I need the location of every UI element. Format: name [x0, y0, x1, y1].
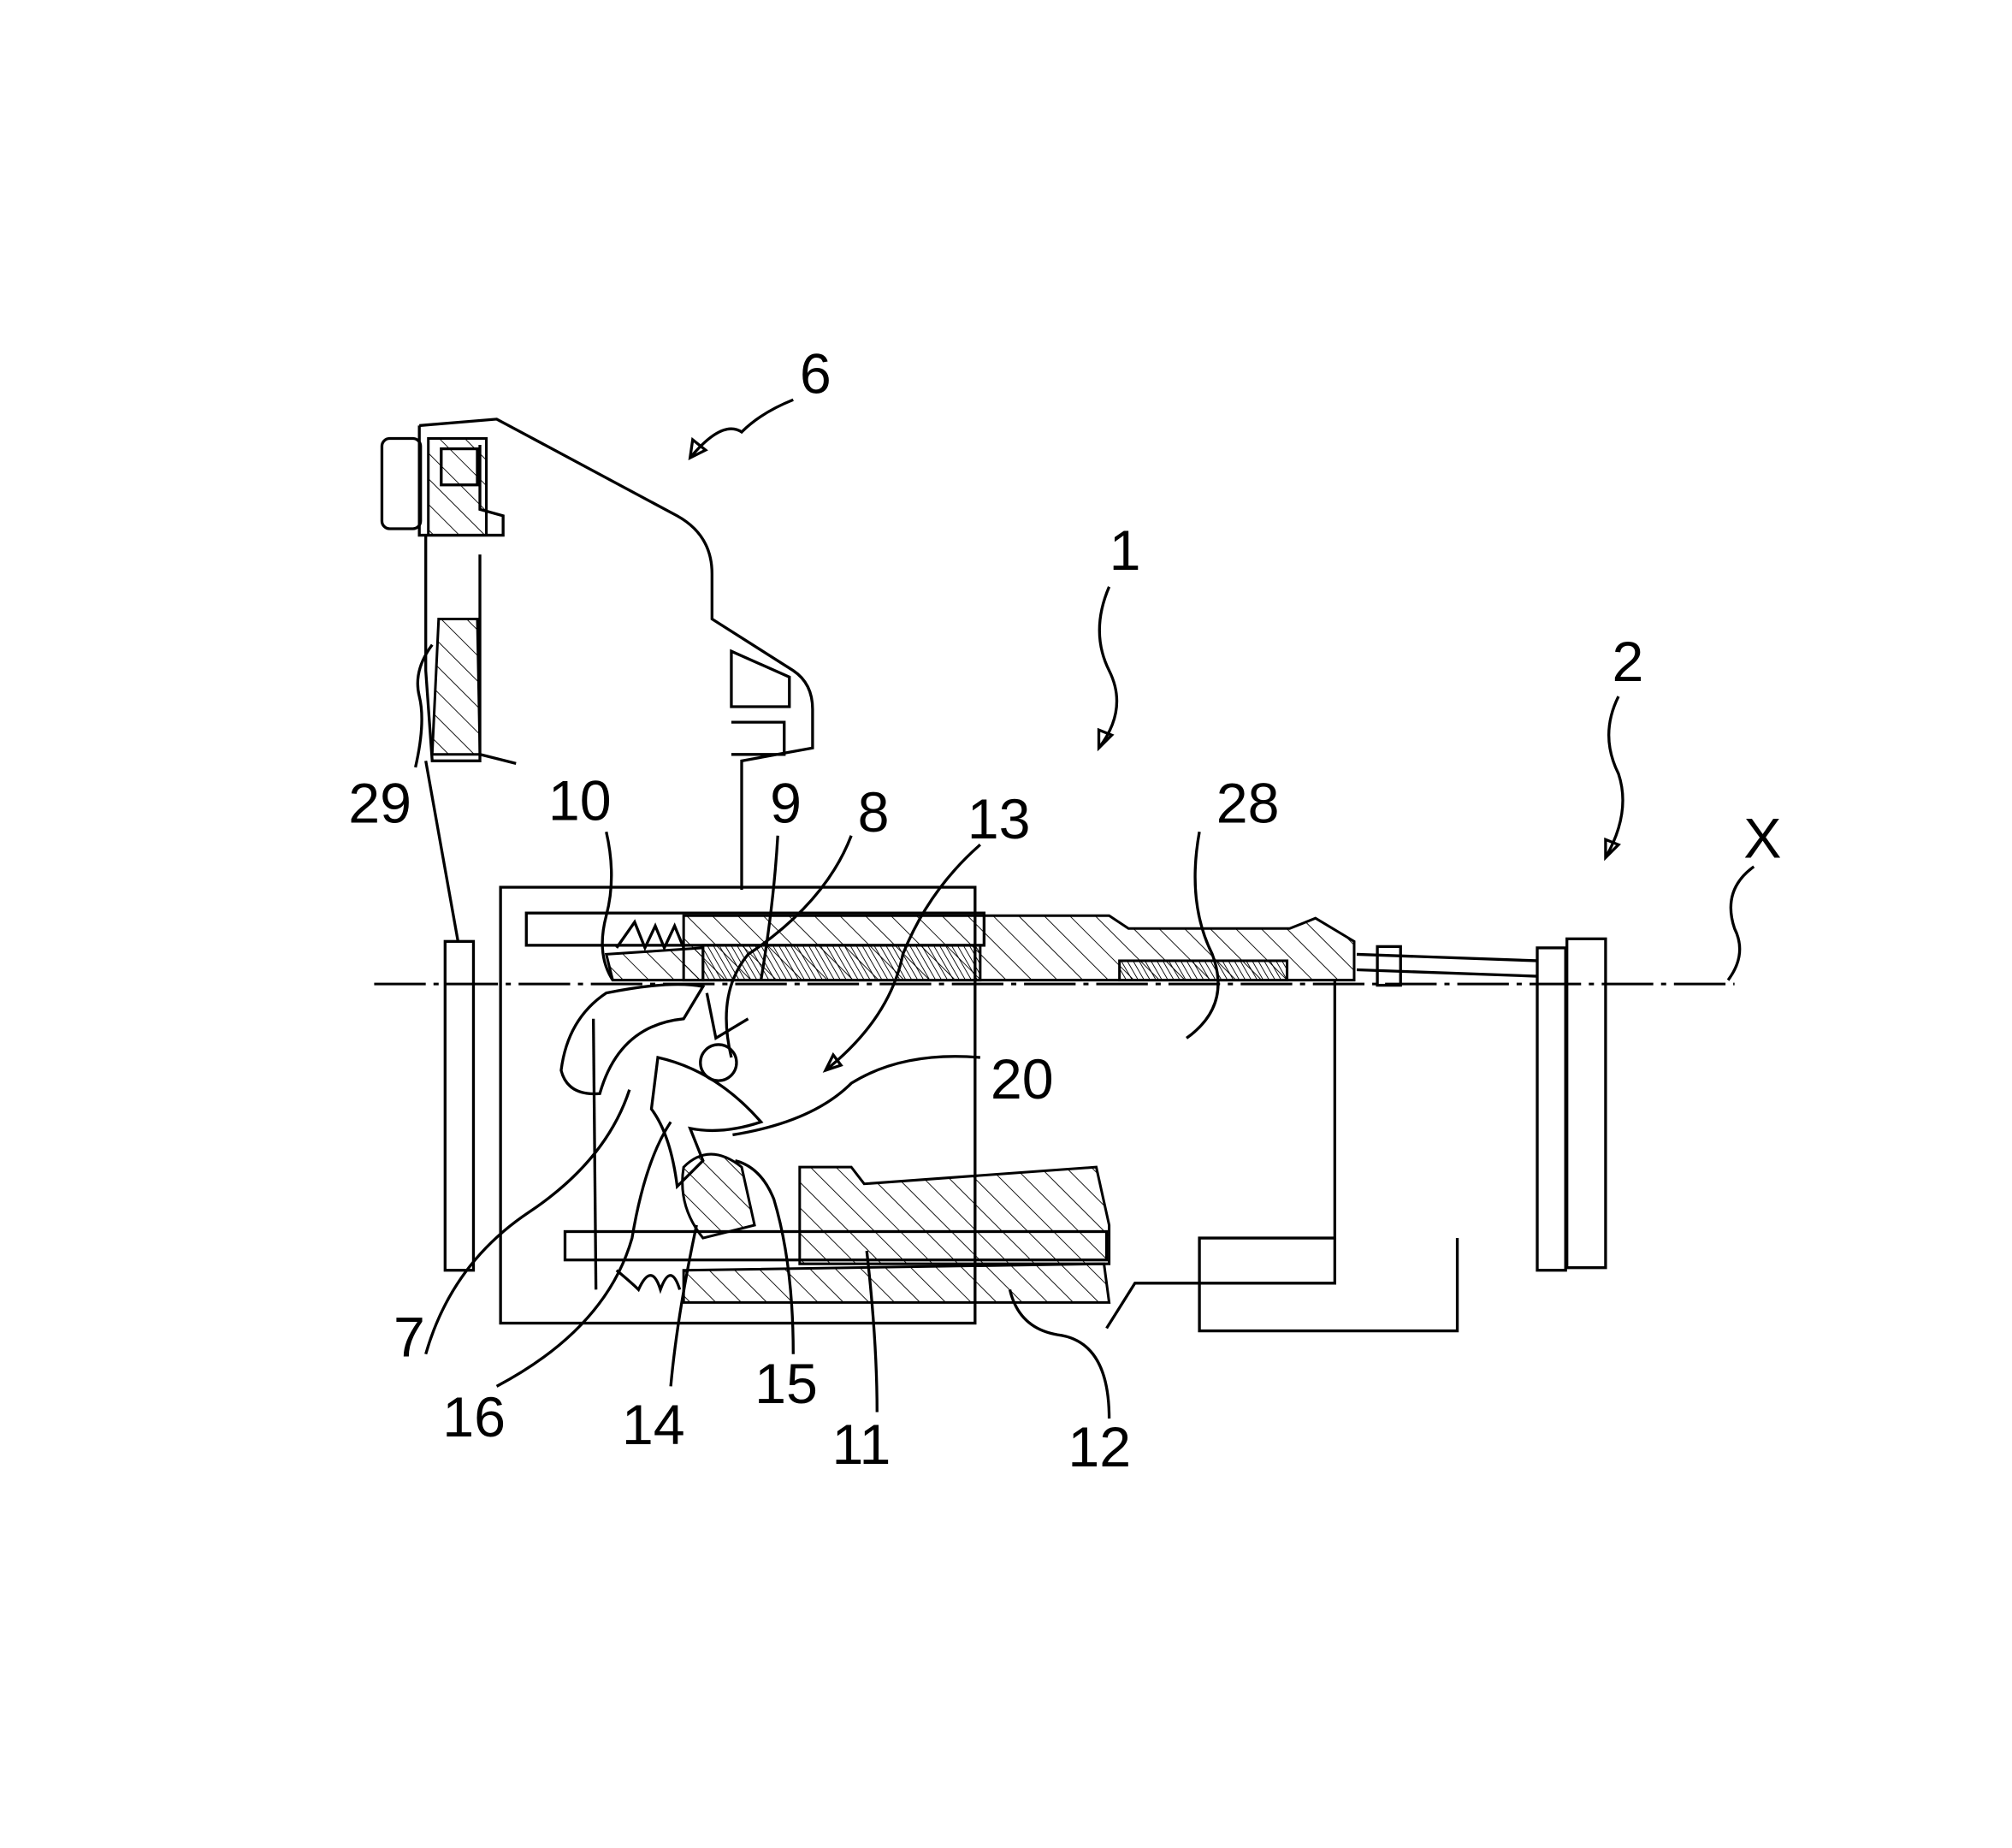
label-10: 10 [548, 770, 612, 833]
label-15: 15 [754, 1353, 818, 1416]
label-8: 8 [858, 781, 890, 844]
label-16: 16 [442, 1386, 506, 1449]
label-7: 7 [394, 1306, 425, 1370]
lever-6 [380, 418, 814, 942]
label-1: 1 [1110, 519, 1141, 583]
label-9: 9 [770, 773, 802, 836]
reference-numerals: 6 1 2 X 29 10 9 8 13 28 20 7 16 14 15 11… [348, 343, 1781, 1479]
label-12: 12 [1068, 1416, 1131, 1479]
label-29: 29 [348, 773, 411, 836]
label-20: 20 [991, 1048, 1054, 1111]
label-11: 11 [832, 1413, 891, 1477]
label-13: 13 [968, 788, 1031, 851]
label-2: 2 [1612, 631, 1643, 694]
label-6: 6 [800, 343, 831, 406]
label-28: 28 [1216, 773, 1280, 836]
label-14: 14 [622, 1394, 685, 1457]
label-x: X [1743, 807, 1781, 870]
leader-lines [414, 398, 1755, 1419]
